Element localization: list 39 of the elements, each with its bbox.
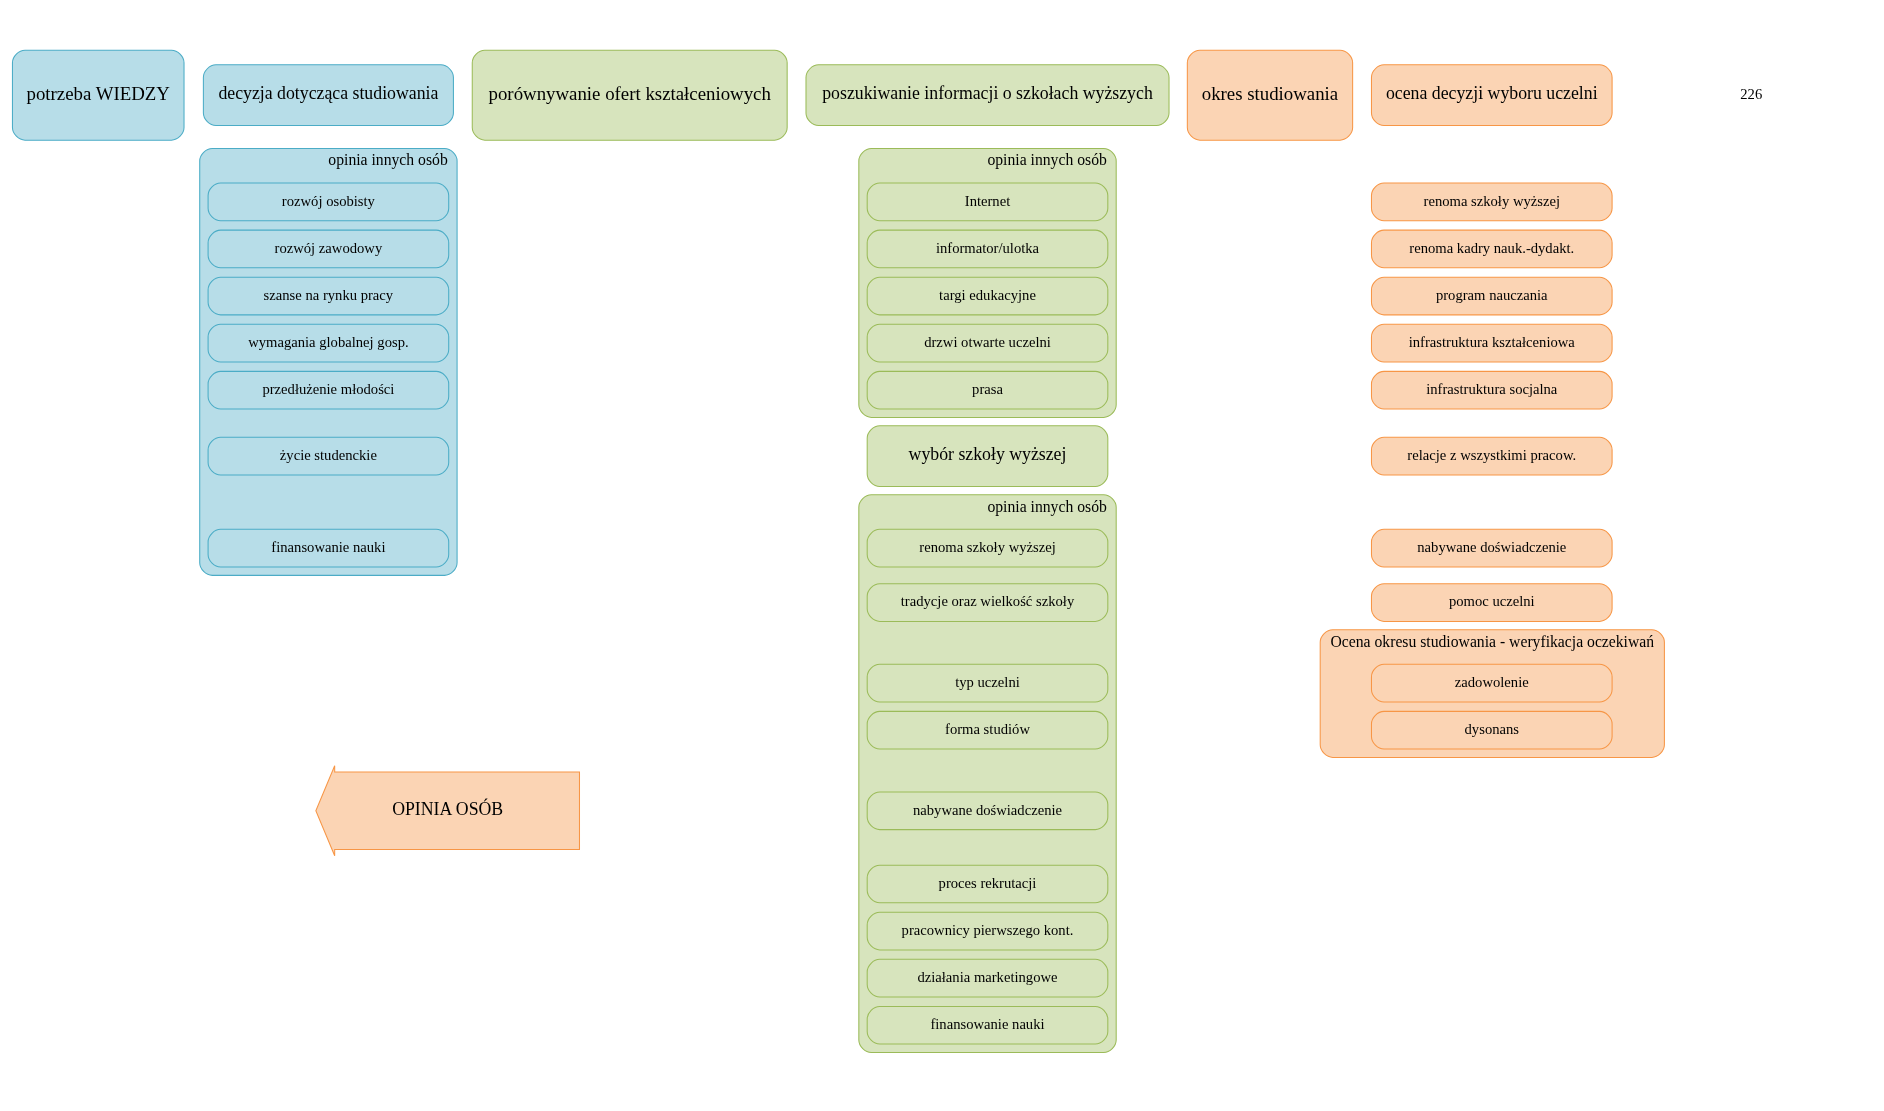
node-box: porównywanie ofert kształceniowych: [471, 49, 788, 141]
node-box: rozwój osobisty: [207, 182, 450, 222]
node-box: finansowanie nauki: [866, 1005, 1109, 1045]
node-box: finansowanie nauki: [207, 528, 450, 568]
node-box: infrastruktura socjalna: [1370, 370, 1613, 410]
node-box: decyzja dotycząca studiowania: [202, 64, 454, 127]
node-box: proces rekrutacji: [866, 864, 1109, 904]
node-box: renoma kadry nauk.-dydakt.: [1370, 229, 1613, 269]
node-box: szanse na rynku pracy: [207, 276, 450, 316]
node-box: targi edukacyjne: [866, 276, 1109, 316]
node-box: infrastruktura kształceniowa: [1370, 323, 1613, 363]
node-box: zadowolenie: [1370, 663, 1613, 703]
node-box: wymagania globalnej gosp.: [207, 323, 450, 363]
node-box: wybór szkoły wyższej: [866, 425, 1109, 487]
node-box: poszukiwanie informacji o szkołach wyższych: [805, 64, 1170, 127]
node-box: tradycje oraz wielkość szkoły: [866, 583, 1109, 622]
node-box: renoma szkoły wyższej: [1370, 182, 1613, 222]
node-box: drzwi otwarte uczelni: [866, 323, 1109, 363]
node-box: potrzeba WIEDZY: [11, 49, 185, 141]
node-box: prasa: [866, 370, 1109, 410]
node-box: okres studiowania: [1186, 49, 1354, 141]
node-box: życie studenckie: [207, 436, 450, 476]
node-box: Internet: [866, 182, 1109, 222]
node-box: program nauczania: [1370, 276, 1613, 316]
node-box: typ uczelni: [866, 663, 1109, 703]
label: 226: [1740, 86, 1763, 103]
node-box: rozwój zawodowy: [207, 229, 450, 269]
node-box: ocena decyzji wyboru uczelni: [1370, 64, 1613, 127]
node-box: pracownicy pierwszego kont.: [866, 911, 1109, 951]
node-box: relacje z wszystkimi pracow.: [1370, 436, 1613, 476]
node-box: nabywane doświadczenie: [866, 791, 1109, 831]
node-box: renoma szkoły wyższej: [866, 528, 1109, 568]
node-box: pomoc uczelni: [1370, 583, 1613, 622]
node-box: informator/ulotka: [866, 229, 1109, 269]
node-box: przedłużenie młodości: [207, 370, 450, 410]
node-box: nabywane doświadczenie: [1370, 528, 1613, 568]
node-box: forma studiów: [866, 710, 1109, 750]
node-box: działania marketingowe: [866, 958, 1109, 998]
node-box: dysonans: [1370, 710, 1613, 750]
